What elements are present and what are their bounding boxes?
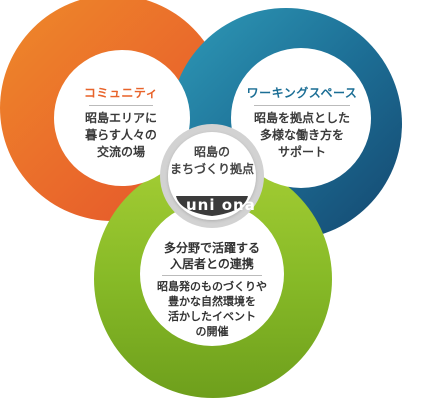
collab-divider [162,275,262,276]
community-divider [89,105,153,106]
collab-line-1: 昭島発のものづくりや [157,280,267,293]
community-disk [54,50,190,186]
workspace-block: ワーキングスペース 昭島を拠点とした 多様な働き方を サポート [236,84,368,161]
workspace-disk [231,48,371,188]
logo-band [176,196,248,216]
community-block: コミュニティ 昭島エリアに 暮らす人々の 交流の場 [60,84,182,161]
center-line-2: まちづくり拠点 [170,162,255,176]
center-block: 昭島の まちづくり拠点 [170,144,254,178]
collab-disk [140,202,284,346]
community-line-2: 暮らす人々の [85,128,157,142]
collab-line-2: 豊かな自然環境を [168,295,256,308]
workspace-title: ワーキングスペース [246,86,358,100]
workspace-line-3: サポート [277,145,326,159]
collab-line-4: の開催 [195,325,229,338]
center-line-1: 昭島の [193,145,230,159]
community-line-3: 交流の場 [96,145,145,159]
community-title: コミュニティ [83,86,159,100]
collab-block: 多分野で活躍する 入居者との連携 昭島発のものづくりや 豊かな自然環境を 活かし… [144,240,280,339]
workspace-line-2: 多様な働き方を [259,128,344,142]
workspace-line-1: 昭島を拠点とした [253,111,350,125]
unione-logo: uni ona [186,196,256,214]
collab-line-3: 活かしたイベント [168,310,256,323]
community-line-1: 昭島エリアに [84,111,157,125]
collab-title-line-1: 多分野で活躍する [163,241,260,255]
workspace-divider [254,105,350,106]
collab-title-line-2: 入居者との連携 [170,257,254,271]
